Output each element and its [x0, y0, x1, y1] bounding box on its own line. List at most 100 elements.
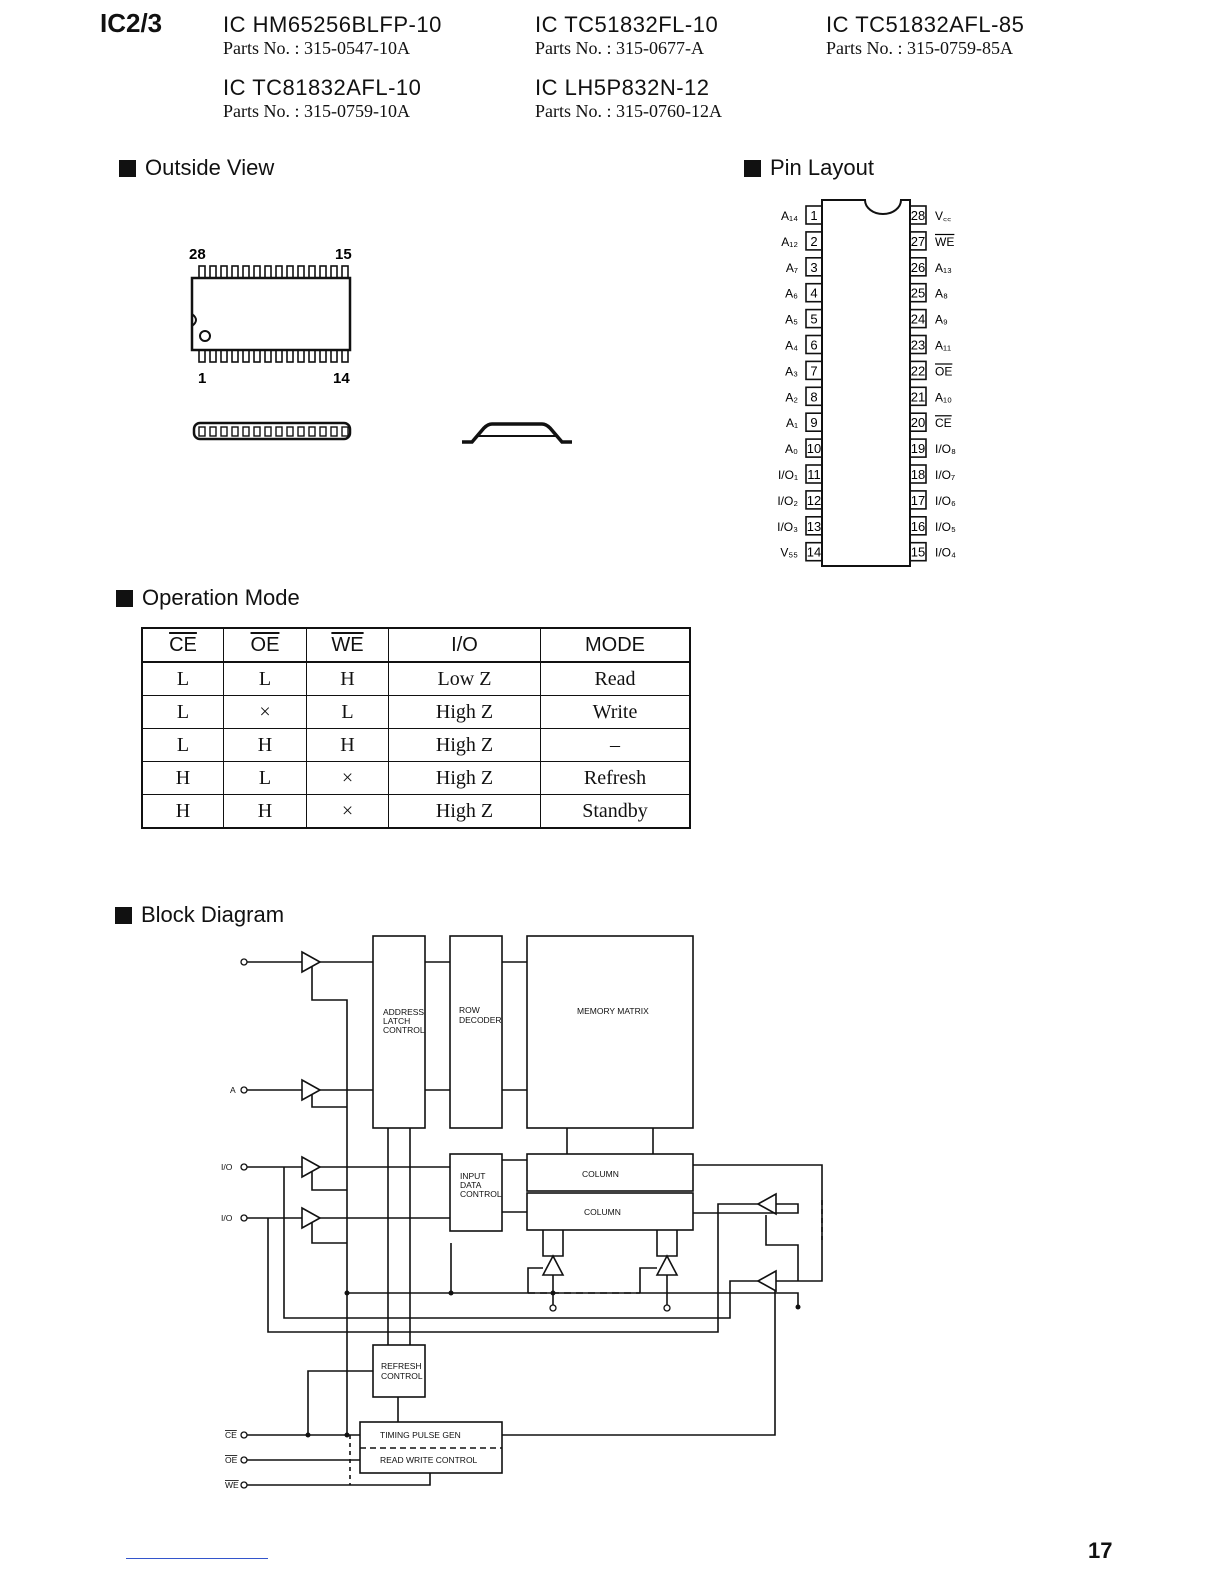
- buffer-triangle: [301, 1206, 322, 1230]
- pin-circle: [240, 1163, 248, 1171]
- cell: High Z: [388, 794, 541, 829]
- cell: H: [141, 761, 224, 795]
- cell: L: [141, 661, 224, 696]
- pin-box: [909, 334, 927, 355]
- buffer-triangle: [301, 1155, 322, 1179]
- sense-amp-triangle: [541, 1254, 565, 1276]
- pin-number: 25: [911, 286, 925, 301]
- pin-number: 16: [911, 519, 925, 534]
- column-label: COLUMN: [584, 1207, 621, 1217]
- pin-number: 13: [807, 519, 821, 534]
- part-entry: IC TC51832FL-10 Parts No. : 315-0677-A: [535, 12, 718, 58]
- pin-box: [805, 360, 823, 381]
- bottom-pins: [198, 349, 349, 363]
- outside-view-drawing: 28 15 1 14: [189, 246, 572, 444]
- pin-box: [909, 490, 927, 510]
- package-pin: [209, 349, 217, 363]
- footer-line: [126, 1558, 268, 1559]
- pin-number: 10: [807, 441, 821, 456]
- col-header-oe: OE: [250, 633, 280, 656]
- package-pin: [308, 349, 316, 363]
- pin-label-14: 14: [333, 370, 350, 387]
- pin-name: A₁₂: [781, 235, 798, 249]
- pin-number: 18: [911, 467, 925, 482]
- pin-number: 11: [807, 467, 821, 482]
- pin-label-15: 15: [335, 246, 352, 263]
- heading-text: Block Diagram: [141, 902, 285, 927]
- pin-name: A₁₃: [935, 261, 952, 275]
- part-entry: IC HM65256BLFP-10 Parts No. : 315-0547-1…: [223, 12, 442, 58]
- address-latch-label: ADDRESS: [383, 1007, 424, 1017]
- pin-io-label: I/O: [221, 1162, 233, 1172]
- side-pins: [198, 426, 349, 437]
- address-latch-block: [372, 935, 426, 1129]
- row-decoder-block: [449, 935, 503, 1129]
- pin-circle: [663, 1304, 671, 1312]
- memory-matrix-block: [526, 935, 694, 1129]
- pin-name: A₆: [785, 287, 798, 301]
- package-pin: [242, 426, 250, 437]
- bullet-square-icon: [744, 159, 761, 177]
- package-pin: [297, 265, 305, 279]
- output-buffer-triangle: [756, 1192, 777, 1216]
- dip-package-outline: [821, 199, 911, 567]
- package-pin: [286, 349, 294, 363]
- cell: Low Z: [388, 661, 541, 696]
- table-row: L H H High Z –: [141, 728, 691, 762]
- pin-layout-heading: Pin Layout: [744, 155, 874, 181]
- pin-circle: [240, 1086, 248, 1094]
- table-header-row: CE OE WE I/O MODE: [141, 627, 691, 663]
- package-pin: [297, 349, 305, 363]
- package-pin: [198, 426, 206, 437]
- parts-number: Parts No. : 315-0760-12A: [535, 101, 722, 121]
- pin-circle: [240, 1214, 248, 1222]
- pin-number: 19: [911, 441, 925, 456]
- pin-name: I/O₆: [935, 494, 956, 508]
- cell: Read: [540, 661, 691, 696]
- pin-we-label: WE: [225, 1480, 239, 1490]
- pin-circle: [240, 1481, 248, 1489]
- package-pin: [220, 349, 228, 363]
- package-body: [190, 276, 352, 352]
- outside-view-heading: Outside View: [119, 155, 274, 181]
- package-pin: [319, 265, 327, 279]
- pin-box: [909, 282, 927, 303]
- table-row: H H × High Z Standby: [141, 794, 691, 829]
- reference-designator: IC2/3: [100, 8, 163, 38]
- pin-number: 9: [810, 415, 817, 430]
- address-latch-label: CONTROL: [383, 1025, 425, 1035]
- pin-name: A₇: [786, 261, 798, 275]
- pin-name: A₀: [785, 442, 798, 456]
- block-diagram-heading: Block Diagram: [115, 902, 284, 928]
- package-pin: [253, 426, 261, 437]
- column-label: COLUMN: [582, 1169, 619, 1179]
- heading-text: Pin Layout: [770, 155, 874, 180]
- operation-mode-heading: Operation Mode: [116, 585, 300, 611]
- package-pin: [286, 426, 294, 437]
- package-pin: [341, 265, 349, 279]
- pin-name: A₃: [785, 364, 798, 378]
- pin-box: [805, 541, 823, 562]
- refresh-label: REFRESH: [381, 1361, 422, 1371]
- pin-name: A₈: [935, 287, 948, 301]
- timing-label: TIMING PULSE GEN: [380, 1430, 461, 1440]
- pin-box: [805, 515, 823, 536]
- pin-box: [909, 386, 927, 407]
- pin1-dot: [199, 330, 211, 342]
- cell: High Z: [388, 695, 541, 729]
- pin-layout-diagram: 1A₁₄2A₁₂3A₇4A₆5A₅6A₄7A₃8A₂9A₁10A₀11I/O₁1…: [777, 199, 956, 567]
- cell: Refresh: [540, 761, 691, 795]
- pin-box: [909, 308, 927, 329]
- package-pin: [198, 265, 206, 279]
- pin-name: OE: [935, 364, 952, 378]
- pin-box: [909, 231, 927, 251]
- address-latch-label: LATCH: [383, 1016, 410, 1026]
- pin-number: 1: [810, 208, 817, 223]
- input-data-label: INPUT: [460, 1171, 486, 1181]
- table-row: H L × High Z Refresh: [141, 761, 691, 795]
- operation-mode-table: CE OE WE I/O MODE L L H Low Z Read L × L…: [141, 627, 691, 829]
- ic-name: IC LH5P832N-12: [535, 75, 710, 100]
- package-pin: [231, 265, 239, 279]
- cell: High Z: [388, 728, 541, 762]
- end-view-body: [462, 422, 572, 444]
